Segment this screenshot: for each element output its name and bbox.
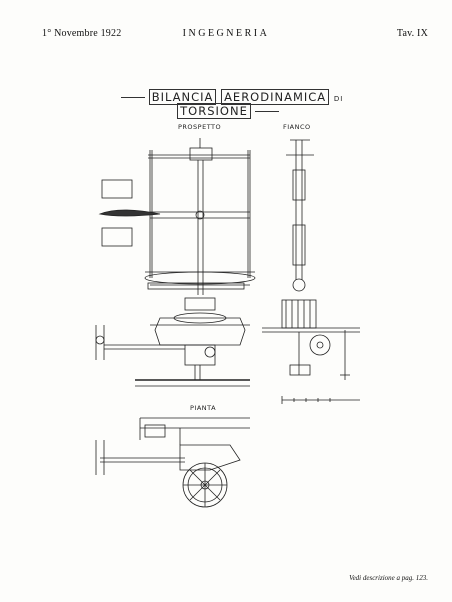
side-view-label: FIANCO <box>283 123 311 131</box>
plan-view-drawing <box>95 417 250 508</box>
title-word-2: AERODINAMICA <box>221 89 330 105</box>
issue-date: 1° Novembre 1922 <box>42 28 122 39</box>
front-view-drawing <box>95 138 256 387</box>
journal-name: INGEGNERIA <box>182 28 270 39</box>
title-word-1: BILANCIA <box>148 89 217 105</box>
plan-view-label: PIANTA <box>190 404 217 412</box>
title-word-3: TORSIONE <box>177 103 251 119</box>
title-connector: DI <box>333 95 344 103</box>
description-reference: Vedi descrizione a pag. 123. <box>349 574 428 582</box>
front-view-label: PROSPETTO <box>178 123 222 131</box>
plate-title: BILANCIA AERODINAMICA DI TORSIONE <box>110 89 350 119</box>
side-view-drawing <box>262 139 360 404</box>
plate-number: Tav. IX <box>396 28 428 39</box>
